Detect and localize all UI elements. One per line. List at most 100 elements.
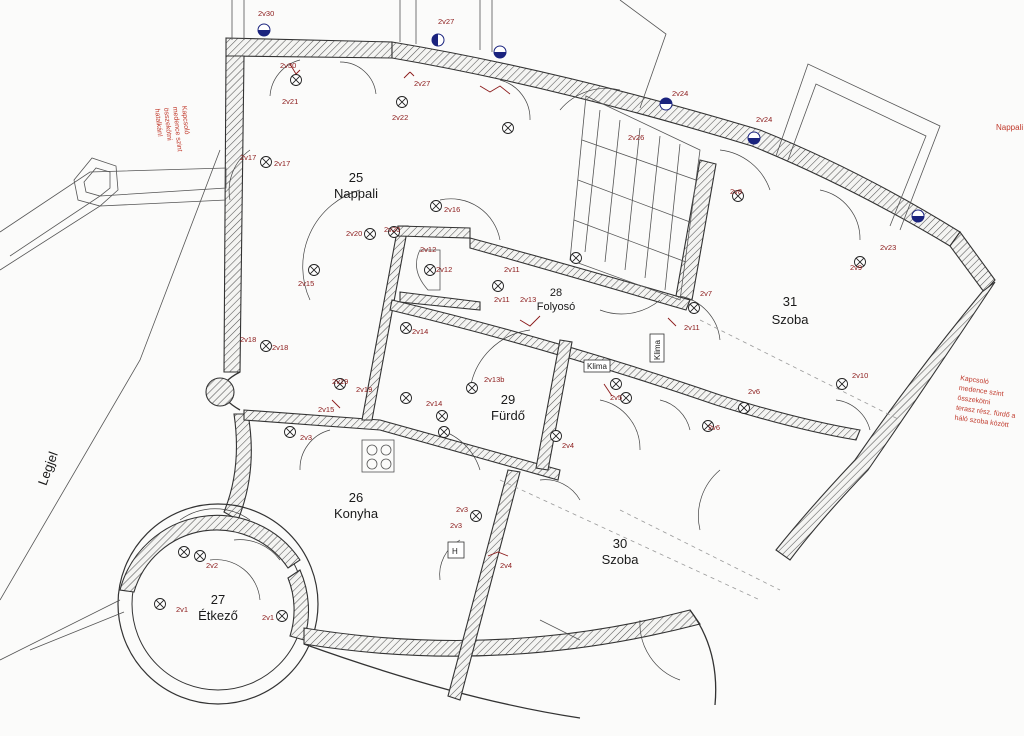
heater-box: [447, 541, 465, 559]
ceiling-light-icon: [276, 610, 288, 622]
ceiling-light-icon: [620, 392, 632, 404]
room-name: Étkező: [198, 608, 238, 623]
circuit-label: 2v19: [356, 385, 372, 394]
ceiling-light-icon: [400, 392, 412, 404]
svg-text:medence szint: medence szint: [171, 106, 183, 152]
klima-label: Klima: [587, 362, 608, 371]
room-number: 29: [501, 392, 515, 407]
circuit-label: 2v24: [672, 89, 688, 98]
room-number: 30: [613, 536, 627, 551]
ceiling-light-icon: [610, 378, 622, 390]
fixtures: Klima Klima H: [361, 249, 665, 641]
door-swings: [179, 59, 871, 681]
wall-lamp-icon: [493, 45, 507, 59]
ceiling-light-icon: [836, 378, 848, 390]
circuit-label: 2v27: [438, 17, 454, 26]
interior-walls: [243, 159, 861, 701]
room-number: 28: [550, 287, 562, 299]
wall-lamp-icon: [257, 23, 271, 37]
ceiling-light-icon: [430, 200, 442, 212]
wall-lamp-icon: [431, 33, 445, 47]
room-number: 26: [349, 490, 363, 505]
svg-text:összekötni: összekötni: [957, 395, 991, 407]
circuit-label: 2v2: [206, 561, 218, 570]
circuit-label: 2v30: [280, 61, 296, 70]
circuit-label: 2v11: [504, 265, 520, 274]
circuit-label: 2v15: [298, 279, 314, 288]
svg-text:Kapcsoló: Kapcsoló: [180, 105, 190, 134]
room-name: Fürdő: [491, 408, 525, 423]
room-name: Konyha: [334, 506, 379, 521]
staircase: [569, 95, 701, 301]
wall-lamp-icon: [659, 97, 673, 111]
ceiling-light-icon: [492, 280, 504, 292]
circuit-label: 2v19: [332, 377, 348, 386]
ceiling-light-icon: [260, 156, 272, 168]
circuit-label: 2v8: [730, 187, 742, 196]
circuit-label: 2v17: [240, 153, 256, 162]
switches: [289, 63, 677, 557]
svg-text:összekötni: összekötni: [162, 107, 172, 141]
room-name: Szoba: [602, 552, 640, 567]
svg-text:hatalkán!: hatalkán!: [153, 108, 163, 137]
circuit-label: 2v13: [520, 295, 536, 304]
wall-lamp-icon: [747, 131, 761, 145]
circuit-label: 2v7: [700, 289, 712, 298]
room-name: Folyosó: [537, 301, 576, 313]
circuit-label: 2v18: [272, 343, 288, 352]
room-number: 31: [783, 294, 797, 309]
circuit-label: 2v26: [628, 133, 644, 142]
circuit-label: 2v3: [300, 433, 312, 442]
ceiling-light-icon: [396, 96, 408, 108]
heater-label: H: [452, 547, 458, 556]
circuit-label: 2v20: [384, 225, 400, 234]
circuit-label: 2v16: [444, 205, 460, 214]
note-right: Kapcsoló medence szint összekötni terasz…: [954, 375, 1016, 429]
ceiling-light-icon: [154, 598, 166, 610]
ceiling-light-icon: [308, 264, 320, 276]
ceiling-light-icon: [400, 322, 412, 334]
ceiling-light-icon: [470, 510, 482, 522]
room-name: Szoba: [772, 312, 810, 327]
klima-unit: [583, 359, 611, 373]
ceiling-light-icon: [290, 74, 302, 86]
ceiling-light-icon: [260, 340, 272, 352]
circuit-label: 2v1: [262, 613, 274, 622]
circuit-label: 2v3: [450, 521, 462, 530]
ceiling-light-icon: [702, 420, 714, 432]
klima-label-2: Klima: [653, 339, 662, 360]
ceiling-light-icon: [438, 426, 450, 438]
wall-lamp-icon: [911, 209, 925, 223]
circuit-label: 2v1: [176, 605, 188, 614]
circuit-label: 2v12: [436, 265, 452, 274]
ceiling-light-icon: [178, 546, 190, 558]
circuit-label: 2v11: [684, 323, 700, 332]
klima-unit-2: [649, 333, 665, 363]
circuit-label: 2v21: [282, 97, 298, 106]
circuit-label: 2v4: [500, 561, 512, 570]
light-fixtures: [154, 74, 866, 622]
circuit-label: 2v18: [240, 335, 256, 344]
ceiling-light-icon: [194, 550, 206, 562]
ceiling-light-icon: [550, 430, 562, 442]
circuit-label: 2v17: [274, 159, 290, 168]
room-number: 27: [211, 592, 225, 607]
svg-text:Kapcsoló: Kapcsoló: [960, 375, 990, 386]
room-labels: 25 Nappali 26 Konyha 27 Étkező 28 Folyos…: [198, 170, 809, 623]
ceiling-light-icon: [688, 302, 700, 314]
exterior-label: Legjel: [35, 449, 61, 487]
circuit-label: 2v14: [426, 399, 442, 408]
ceiling-light-icon: [732, 190, 744, 202]
annex-outlines: [0, 0, 941, 661]
circuit-label: 2v11: [494, 295, 510, 304]
circuit-label: 2v5: [610, 393, 622, 402]
circuit-label: 2v12: [420, 245, 436, 254]
circuit-label: 2v22: [392, 113, 408, 122]
ceiling-light-icon: [334, 378, 346, 390]
note-top-right: Nappali: [996, 123, 1023, 132]
circuit-label: 2v23: [880, 243, 896, 252]
room-name: Nappali: [334, 186, 378, 201]
circuit-label: 2v13b: [484, 375, 504, 384]
circuit-label: 2v24: [756, 115, 772, 124]
